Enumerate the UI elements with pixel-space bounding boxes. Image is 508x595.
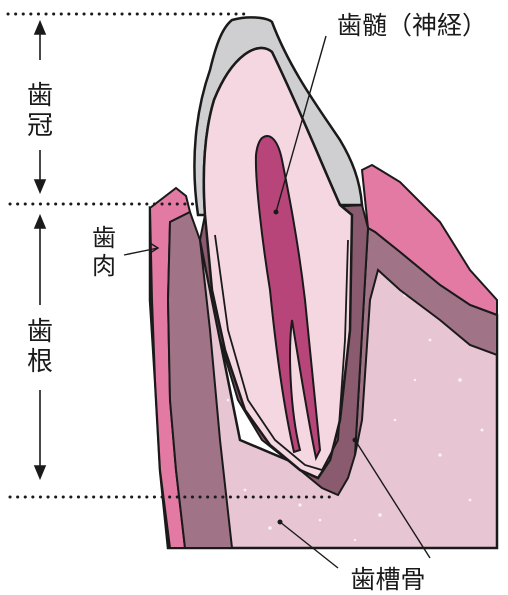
crown-label-2: 冠 (27, 111, 53, 141)
crown-arrow-up-head (35, 22, 45, 34)
ligament-leader-dot (353, 438, 358, 443)
bone-leader-dot (278, 520, 283, 525)
alveolar-bone-label: 歯槽骨 (350, 565, 425, 594)
pulp-leader-dot (274, 210, 279, 215)
root-arrow-up-head (35, 216, 45, 228)
root-arrow-down-head (35, 466, 45, 478)
root-label-2: 根 (27, 347, 53, 377)
crown-label-1: 歯 (27, 81, 53, 111)
gum-label-1: 歯 (92, 224, 116, 252)
pulp-label: 歯髄（神経） (337, 11, 487, 40)
gum-label-2: 肉 (92, 252, 116, 280)
root-label-1: 歯 (27, 317, 53, 347)
crown-arrow-down-head (35, 180, 45, 192)
